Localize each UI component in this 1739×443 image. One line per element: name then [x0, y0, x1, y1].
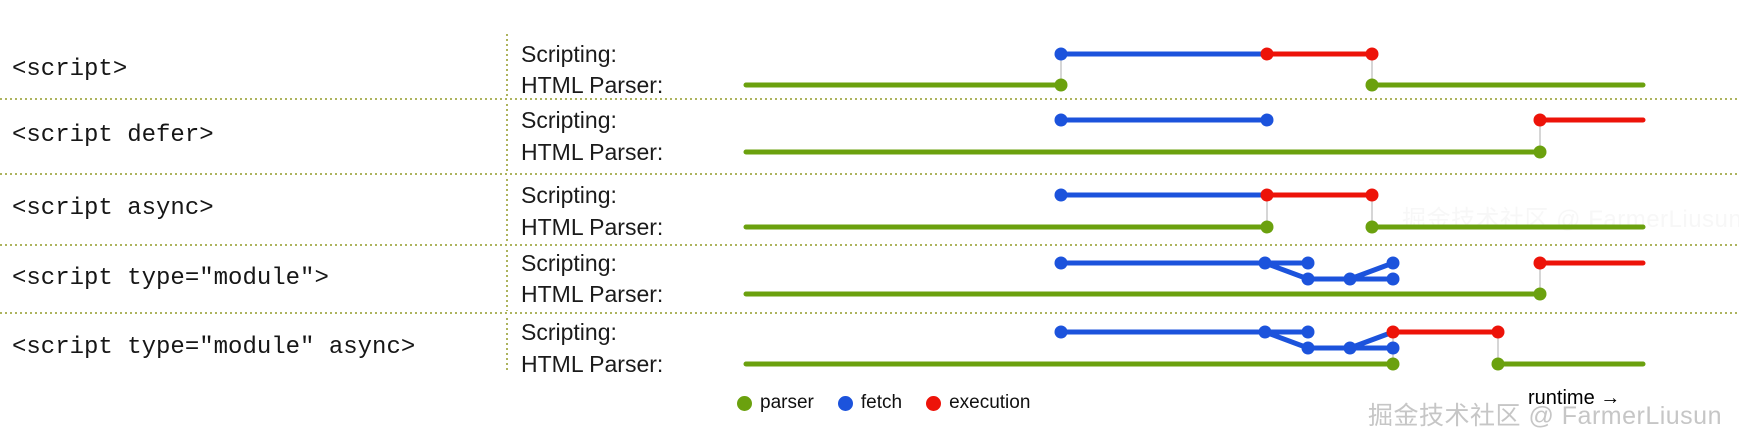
row-separator [0, 98, 1739, 100]
html-parser-track-label: HTML Parser: [521, 139, 664, 165]
script-tag-label: <script type=″module″> [12, 265, 329, 292]
column-separator [506, 250, 508, 311]
scripting-track-label: Scripting: [521, 250, 617, 276]
html-parser-track-label: HTML Parser: [521, 214, 664, 240]
watermark: 掘金技术社区 @ FarmerLiusun [1368, 402, 1722, 430]
legend-item-execution: execution [926, 390, 1030, 416]
column-separator [506, 104, 508, 172]
parser-dot-icon [737, 395, 752, 411]
script-tag-label: <script defer> [12, 122, 214, 149]
fetch-dot-icon [837, 395, 853, 411]
legend-item-parser: parser [737, 390, 814, 416]
row-separator [0, 244, 1739, 246]
legend-item-fetch: fetch [837, 390, 903, 416]
script-tag-label: <script type=″module″ async> [12, 334, 416, 361]
column-separator [506, 179, 508, 243]
scripting-track-label: Scripting: [521, 107, 617, 133]
execution-dot-icon [926, 395, 942, 411]
scripting-track-label: Scripting: [521, 319, 617, 345]
legend-label: execution [949, 392, 1031, 413]
scripting-track-label: Scripting: [521, 41, 617, 67]
scripting-track-label: Scripting: [521, 182, 617, 208]
legend-label: parser [760, 392, 814, 413]
column-separator [506, 318, 508, 373]
row-separator [0, 312, 1739, 314]
script-tag-label: <script async> [12, 195, 214, 222]
legend: parser fetch execution [737, 390, 1030, 416]
html-parser-track-label: HTML Parser: [521, 351, 664, 377]
row-separator [0, 173, 1739, 175]
html-parser-track-label: HTML Parser: [521, 72, 664, 98]
column-separator [506, 34, 508, 96]
script-tag-label: <script> [12, 56, 128, 83]
watermark-ghost: 掘金技术社区 @ FarmerLiusun [1402, 206, 1739, 233]
html-parser-track-label: HTML Parser: [521, 281, 664, 307]
legend-label: fetch [860, 392, 903, 413]
runtime-axis-label: runtime → [1528, 387, 1621, 409]
